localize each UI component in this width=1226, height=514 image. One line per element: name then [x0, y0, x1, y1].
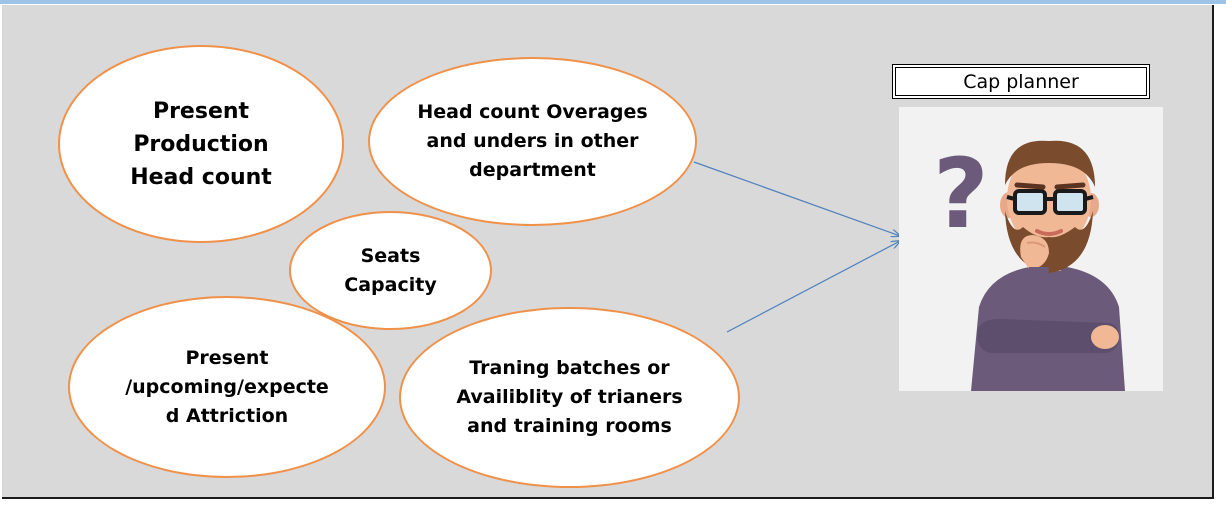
- cap-planner-label: Cap planner: [963, 70, 1079, 93]
- thinking-man-illustration: ?: [933, 138, 1125, 391]
- top-border-strip: [0, 0, 1226, 4]
- factor-present-production-head-count: Present Production Head count: [58, 45, 344, 243]
- factor-seats-capacity: Seats Capacity: [289, 211, 492, 330]
- thinking-man-icon: ?: [899, 107, 1163, 391]
- factor-head-count-overages: Head count Overages and unders in other …: [368, 57, 697, 226]
- question-mark-icon: ?: [933, 138, 989, 250]
- factor-attrition: Present /upcoming/expecte d Attriction: [68, 296, 386, 478]
- factor-training-batches: Traning batches or Availiblity of triane…: [399, 307, 740, 488]
- cap-planner-label-box: Cap planner: [892, 64, 1150, 99]
